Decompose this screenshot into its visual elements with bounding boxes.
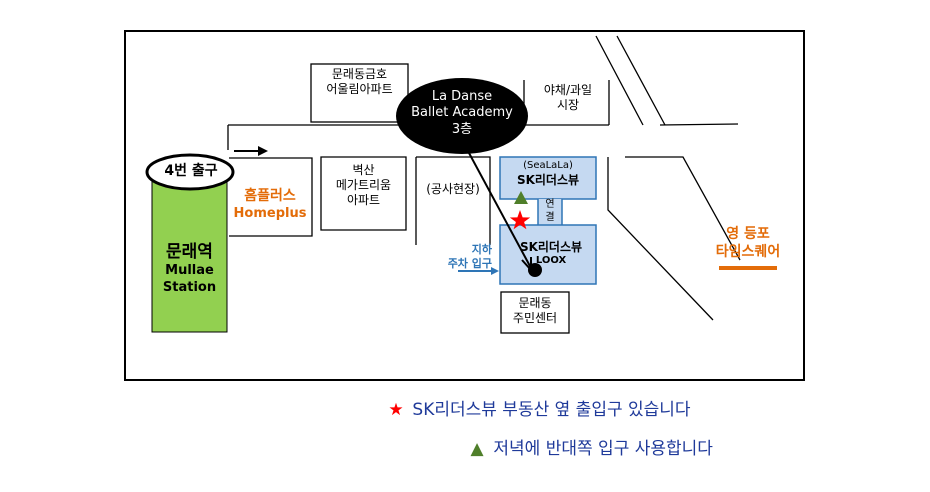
label-construction: (공사현장) [426, 182, 480, 196]
label-sk-lower: SK리더스뷰 LOOX [519, 240, 583, 266]
green-triangle-icon [514, 191, 528, 204]
station-block [151, 171, 228, 333]
legend-red-star-text: SK리더스뷰 부동산 옆 출입구 있습니다 [412, 400, 691, 420]
academy-ellipse [396, 78, 528, 154]
red-star-icon [509, 210, 531, 230]
legend-green-triangle: ▲ 저녁에 반대쪽 입구 사용합니다 [466, 434, 713, 459]
times-square-bar [719, 266, 777, 270]
block-homeplus [229, 157, 313, 237]
building-kumho-apt [310, 63, 409, 123]
road-right-upper [659, 123, 739, 126]
block-construction [415, 156, 491, 245]
building-link [538, 199, 562, 225]
road-diagonal [595, 35, 666, 126]
red-star-icon: ★ [388, 400, 404, 420]
label-station: 문래역 Mullae Station [162, 242, 217, 295]
building-community-center [500, 291, 570, 334]
link-edges [537, 199, 563, 225]
legend-green-triangle-text: 저녁에 반대쪽 입구 사용합니다 [493, 439, 713, 459]
exit-arrowhead [258, 146, 268, 156]
parking-arrowhead [491, 267, 499, 275]
block-byeoksan [320, 156, 407, 231]
legend-red-star: ★ SK리더스뷰 부동산 옆 출입구 있습니다 [385, 395, 691, 420]
road-right-lower [607, 156, 741, 321]
building-sealala [499, 156, 597, 200]
label-exit-4: 4번 출구 [164, 163, 218, 179]
green-triangle-icon: ▲ [470, 439, 484, 459]
exit-4-ellipse [145, 153, 235, 191]
label-sealala: (SeaLaLa) SK리더스뷰 [516, 160, 580, 187]
building-sk-lower [499, 224, 597, 285]
entrance-dot [528, 263, 542, 277]
route-line [461, 139, 532, 269]
